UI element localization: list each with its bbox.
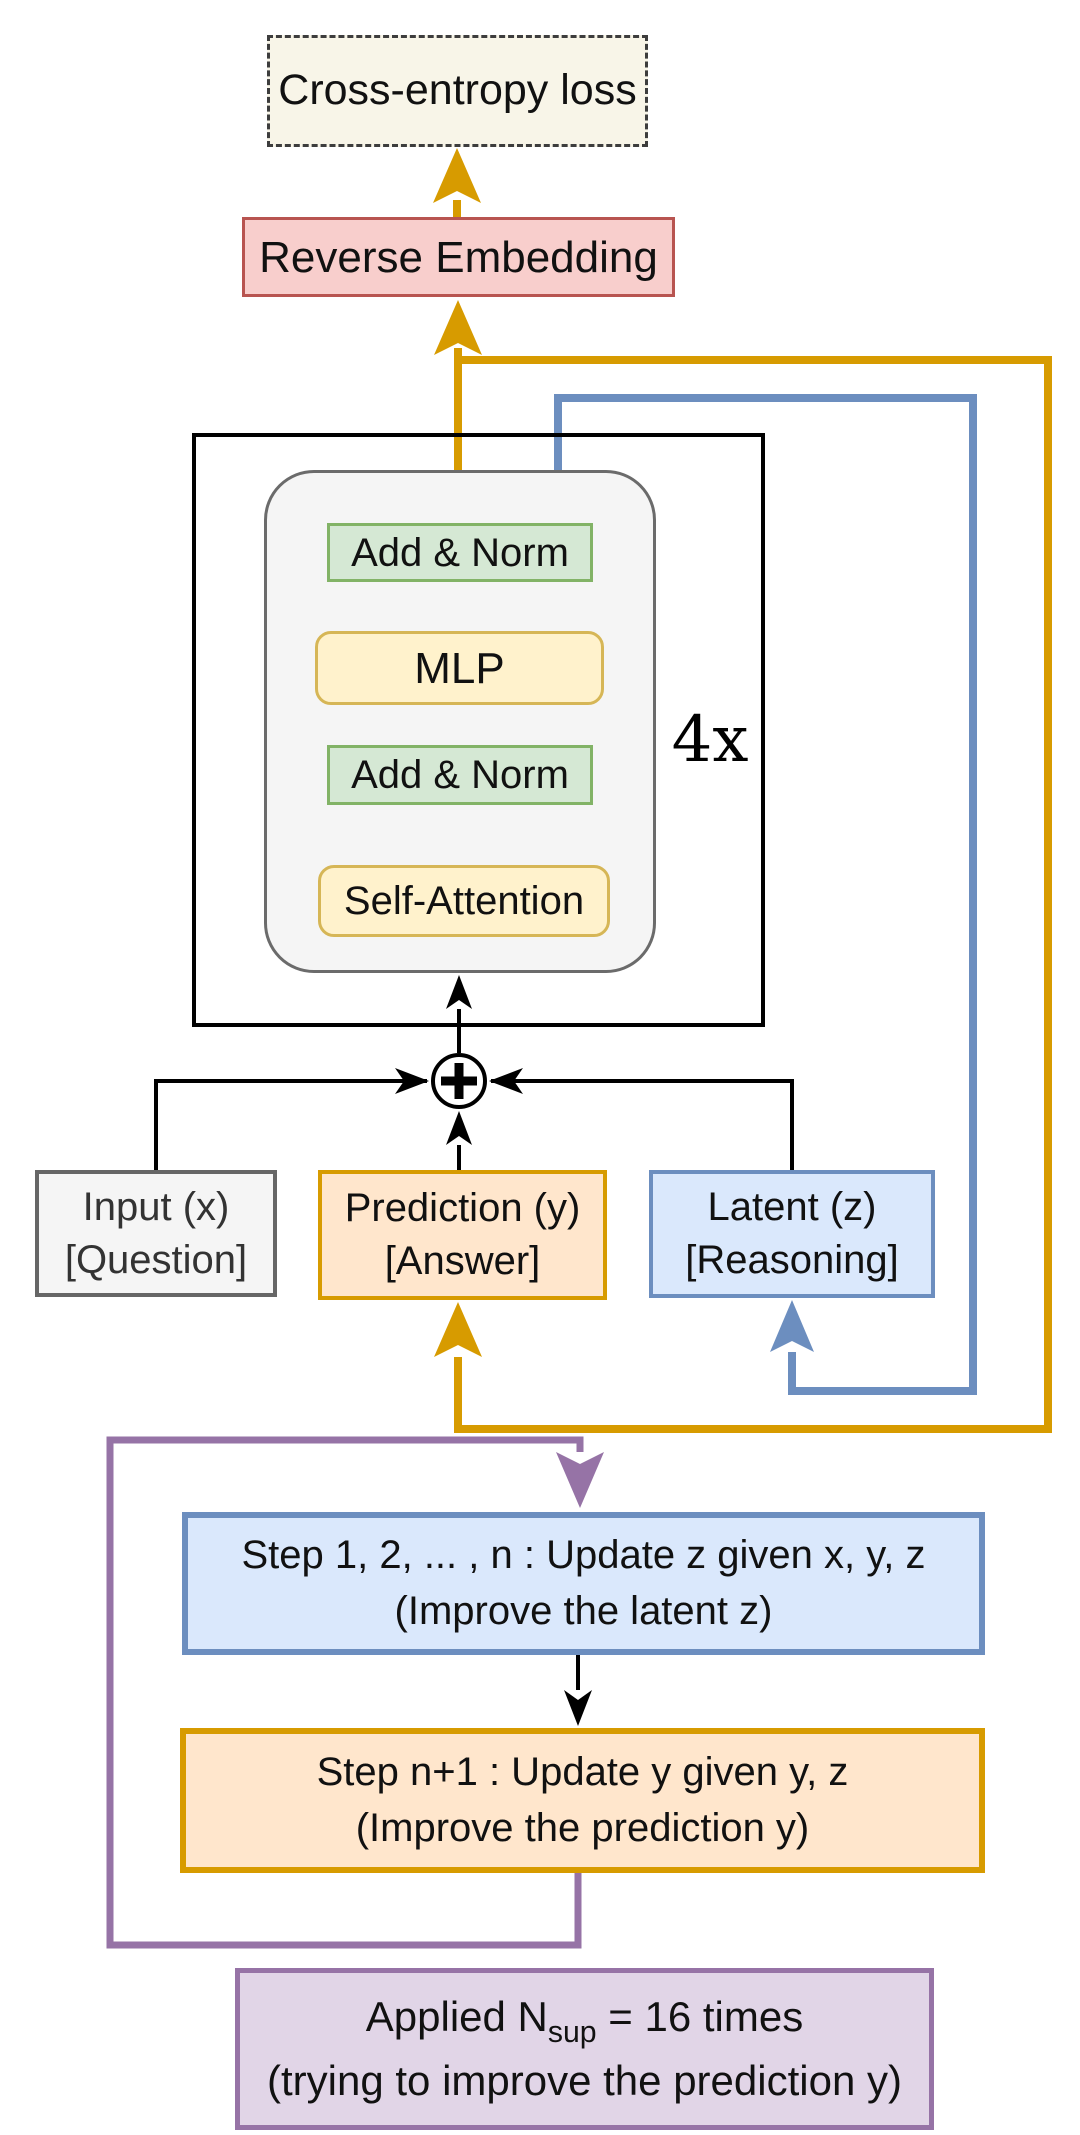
gold-loss-arrowhead	[433, 148, 481, 203]
latent-z-line1: Latent (z)	[707, 1185, 877, 1230]
stepz-to-stepy-arrowhead	[564, 1690, 592, 1726]
input-x-line2: [Question]	[64, 1237, 248, 1282]
repeat-count-label: 4x	[671, 703, 749, 777]
reverse-embedding-label: Reverse Embedding	[259, 232, 658, 282]
latent-to-sum-arrowhead	[489, 1068, 523, 1094]
update-y-line1: Step n+1 : Update y given y, z	[316, 1750, 849, 1795]
blue-feedback-path	[554, 394, 977, 1395]
cross-entropy-loss-box: Cross-entropy loss	[267, 35, 648, 147]
reverse-embedding-box: Reverse Embedding	[242, 217, 675, 297]
gold-feedback-arrowhead	[434, 1302, 482, 1357]
add-norm-bottom-label: Add & Norm	[351, 753, 569, 797]
latent-to-sum-line	[491, 1079, 794, 1170]
input-x-box: Input (x) [Question]	[35, 1170, 277, 1297]
purple-loop-arrowhead	[556, 1452, 604, 1508]
latent-z-line2: [Reasoning]	[685, 1238, 899, 1282]
self-attention-box: Self-Attention	[318, 865, 610, 937]
applied-times-line2: (trying to improve the prediction y)	[267, 2057, 902, 2105]
add-norm-bottom-box: Add & Norm	[327, 745, 593, 805]
input-to-sum-line	[154, 1079, 427, 1170]
applied-times-line1: Applied Nsup = 16 times	[366, 1988, 803, 2052]
prediction-to-sum-arrowhead	[446, 1111, 472, 1145]
purple-loop-path	[106, 1436, 584, 1949]
sum-to-core-arrowhead	[446, 975, 472, 1009]
self-attention-label: Self-Attention	[343, 879, 585, 923]
applied-subscript: sup	[547, 2015, 597, 2049]
gold-output-arrowhead	[434, 300, 482, 355]
mlp-label: MLP	[414, 643, 505, 693]
cross-entropy-loss-label: Cross-entropy loss	[278, 66, 637, 115]
transformer-repeat-frame	[192, 433, 765, 1027]
add-norm-top-label: Add & Norm	[351, 530, 569, 575]
add-norm-top-box: Add & Norm	[327, 523, 593, 582]
plus-icon	[441, 1063, 477, 1099]
update-z-line1: Step 1, 2, ... , n : Update z given x, y…	[241, 1533, 926, 1578]
input-x-line1: Input (x)	[82, 1184, 230, 1229]
prediction-y-box: Prediction (y) [Answer]	[318, 1170, 607, 1300]
prediction-y-line2: [Answer]	[384, 1239, 541, 1283]
prediction-y-line1: Prediction (y)	[344, 1186, 581, 1231]
input-to-sum-arrowhead	[395, 1068, 429, 1094]
update-y-step-box: Step n+1 : Update y given y, z (Improve …	[180, 1728, 985, 1873]
blue-feedback-arrowhead	[770, 1300, 814, 1352]
update-z-line2: (Improve the latent z)	[394, 1588, 773, 1633]
applied-times-box: Applied Nsup = 16 times (trying to impro…	[235, 1968, 934, 2130]
gold-feedback-path	[454, 356, 1052, 1433]
applied-prefix: Applied N	[365, 1992, 548, 2040]
update-z-step-box: Step 1, 2, ... , n : Update z given x, y…	[182, 1512, 985, 1655]
mlp-box: MLP	[315, 631, 604, 705]
applied-suffix: = 16 times	[596, 1992, 804, 2040]
latent-z-box: Latent (z) [Reasoning]	[649, 1170, 935, 1298]
update-y-line2: (Improve the prediction y)	[355, 1805, 810, 1850]
